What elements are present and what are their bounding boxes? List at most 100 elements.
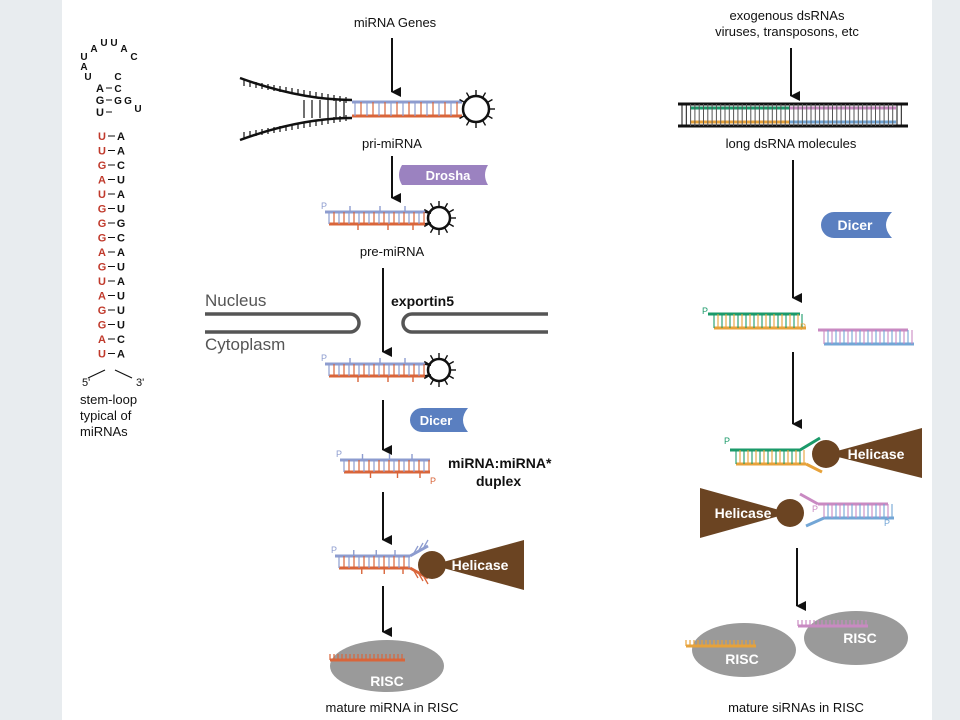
dicer-label-sirna: Dicer	[837, 217, 873, 233]
mirna-duplex-molecule: PP	[336, 449, 436, 486]
helicase-enzyme-sirna-2: Helicase	[700, 488, 804, 538]
pri-mirna-molecule	[239, 76, 495, 142]
phosphate-mark: P	[336, 449, 342, 459]
duplex-label-2: duplex	[476, 473, 521, 489]
stem-base-right: C	[114, 72, 121, 83]
drosha-enzyme: Drosha	[399, 165, 488, 185]
stem-base-right: U	[134, 104, 141, 115]
stem-loop-caption-1: stem-loop	[80, 392, 137, 407]
phosphate-mark: P	[321, 201, 327, 211]
phosphate-mark: P	[321, 353, 327, 363]
sirna-unwinding	[730, 436, 894, 528]
pri-mirna-label: pri-miRNA	[362, 136, 422, 151]
stem-base-left: G	[98, 320, 107, 332]
stem-loop-caption-2: typical of	[80, 408, 132, 423]
dicer-enzyme-mirna: Dicer	[410, 408, 468, 432]
loop-base: C	[130, 52, 137, 63]
stem-base-left: G	[98, 204, 107, 216]
cytoplasm-label: Cytoplasm	[205, 335, 285, 354]
risc-label-mirna: RISC	[370, 673, 403, 689]
loop-base: A	[90, 44, 97, 55]
loop-base: U	[110, 38, 117, 49]
loop-base: A	[120, 44, 127, 55]
stem-base-left: G	[98, 305, 107, 317]
stem-base-right: U	[117, 175, 125, 187]
five-prime-label: 5'	[82, 377, 90, 389]
stem-base-right: U	[117, 320, 125, 332]
loop-base: U	[84, 72, 91, 83]
stem-base-right: A	[117, 349, 125, 361]
stem-base-left: U	[98, 189, 106, 201]
stem-base-right: G	[117, 218, 126, 230]
phosphate-mark: P	[430, 476, 436, 486]
stem-base-left: U	[98, 349, 106, 361]
stem-base-right: U	[117, 305, 125, 317]
risc-label-sirna-2: RISC	[843, 630, 876, 646]
long-dsrna-label: long dsRNA molecules	[726, 136, 857, 151]
sirna-risc-complex-2: RISC	[797, 611, 908, 665]
stem-base-right: A	[117, 189, 125, 201]
phosphate-mark: P	[884, 518, 890, 528]
stem-base-left: G	[98, 160, 107, 172]
nuclear-membrane	[205, 312, 548, 334]
helicase-label-sirna-1: Helicase	[848, 446, 905, 462]
drosha-label: Drosha	[426, 168, 472, 183]
mirna-pathway: miRNA Genes pri-miRNA Drosha P pre-miRNA	[205, 15, 552, 715]
sirna-risc-complex-1: RISC	[685, 623, 796, 677]
stem-base-left: U	[96, 107, 104, 119]
loop-base: A	[80, 62, 87, 73]
loop-base: U	[100, 38, 107, 49]
sirna-pathway: exogenous dsRNAs viruses, transposons, e…	[678, 8, 922, 715]
phosphate-mark: P	[812, 504, 818, 514]
long-dsrna-molecule	[678, 102, 908, 128]
loop-base: U	[80, 52, 87, 63]
helicase-label-sirna-2: Helicase	[715, 505, 772, 521]
dicer-enzyme-sirna: Dicer	[821, 212, 892, 238]
phosphate-mark: P	[724, 436, 730, 446]
exogenous-label-1: exogenous dsRNAs	[730, 8, 845, 23]
stem-base-right: C	[114, 84, 121, 95]
sirna-duplexes: P P P P P	[702, 306, 914, 528]
helicase-label-mirna: Helicase	[452, 557, 509, 573]
risc-label-sirna-1: RISC	[725, 651, 758, 667]
dicer-label-mirna: Dicer	[420, 413, 453, 428]
mature-mirna-label: mature miRNA in RISC	[326, 700, 459, 715]
stem-base-right: U	[117, 291, 125, 303]
stem-base-left: G	[98, 233, 107, 245]
unwinding-duplex-molecule: P	[331, 539, 429, 585]
stem-base-left: G	[98, 262, 107, 274]
stem-base-left: G	[96, 95, 105, 107]
stem-base-left: U	[98, 276, 106, 288]
stem-base-right: A	[117, 131, 125, 143]
stem-base-right: C	[117, 233, 125, 245]
stem-base-right: C	[117, 334, 125, 346]
phosphate-mark: P	[702, 306, 708, 316]
stem-base-right: A	[117, 247, 125, 259]
stem-base-right: U	[117, 204, 125, 216]
stem-base-right: A	[117, 276, 125, 288]
stem-loop-ends	[87, 369, 133, 379]
stem-base-left: U	[98, 131, 106, 143]
phosphate-mark: P	[331, 545, 337, 555]
exportin5-label: exportin5	[391, 293, 454, 309]
stem-base-right: G	[114, 96, 122, 107]
duplex-label-1: miRNA:miRNA*	[448, 455, 552, 471]
stem-base-left: A	[98, 334, 106, 346]
three-prime-label: 3'	[136, 377, 144, 389]
slide	[62, 0, 932, 720]
mirna-genes-label: miRNA Genes	[354, 15, 437, 30]
phosphate-mark: P	[800, 322, 806, 332]
helicase-enzyme-sirna-1: Helicase	[812, 428, 922, 478]
stem-base-right: A	[117, 146, 125, 158]
stem-base-left: A	[98, 175, 106, 187]
mirna-risc-complex: RISC	[329, 640, 444, 692]
stem-base-left: A	[98, 247, 106, 259]
pre-mirna-molecule: P	[321, 201, 456, 235]
stem-base-right: C	[117, 160, 125, 172]
exogenous-label-2: viruses, transposons, etc	[715, 24, 859, 39]
stem-base-left: U	[98, 146, 106, 158]
pre-mirna-label: pre-miRNA	[360, 244, 425, 259]
